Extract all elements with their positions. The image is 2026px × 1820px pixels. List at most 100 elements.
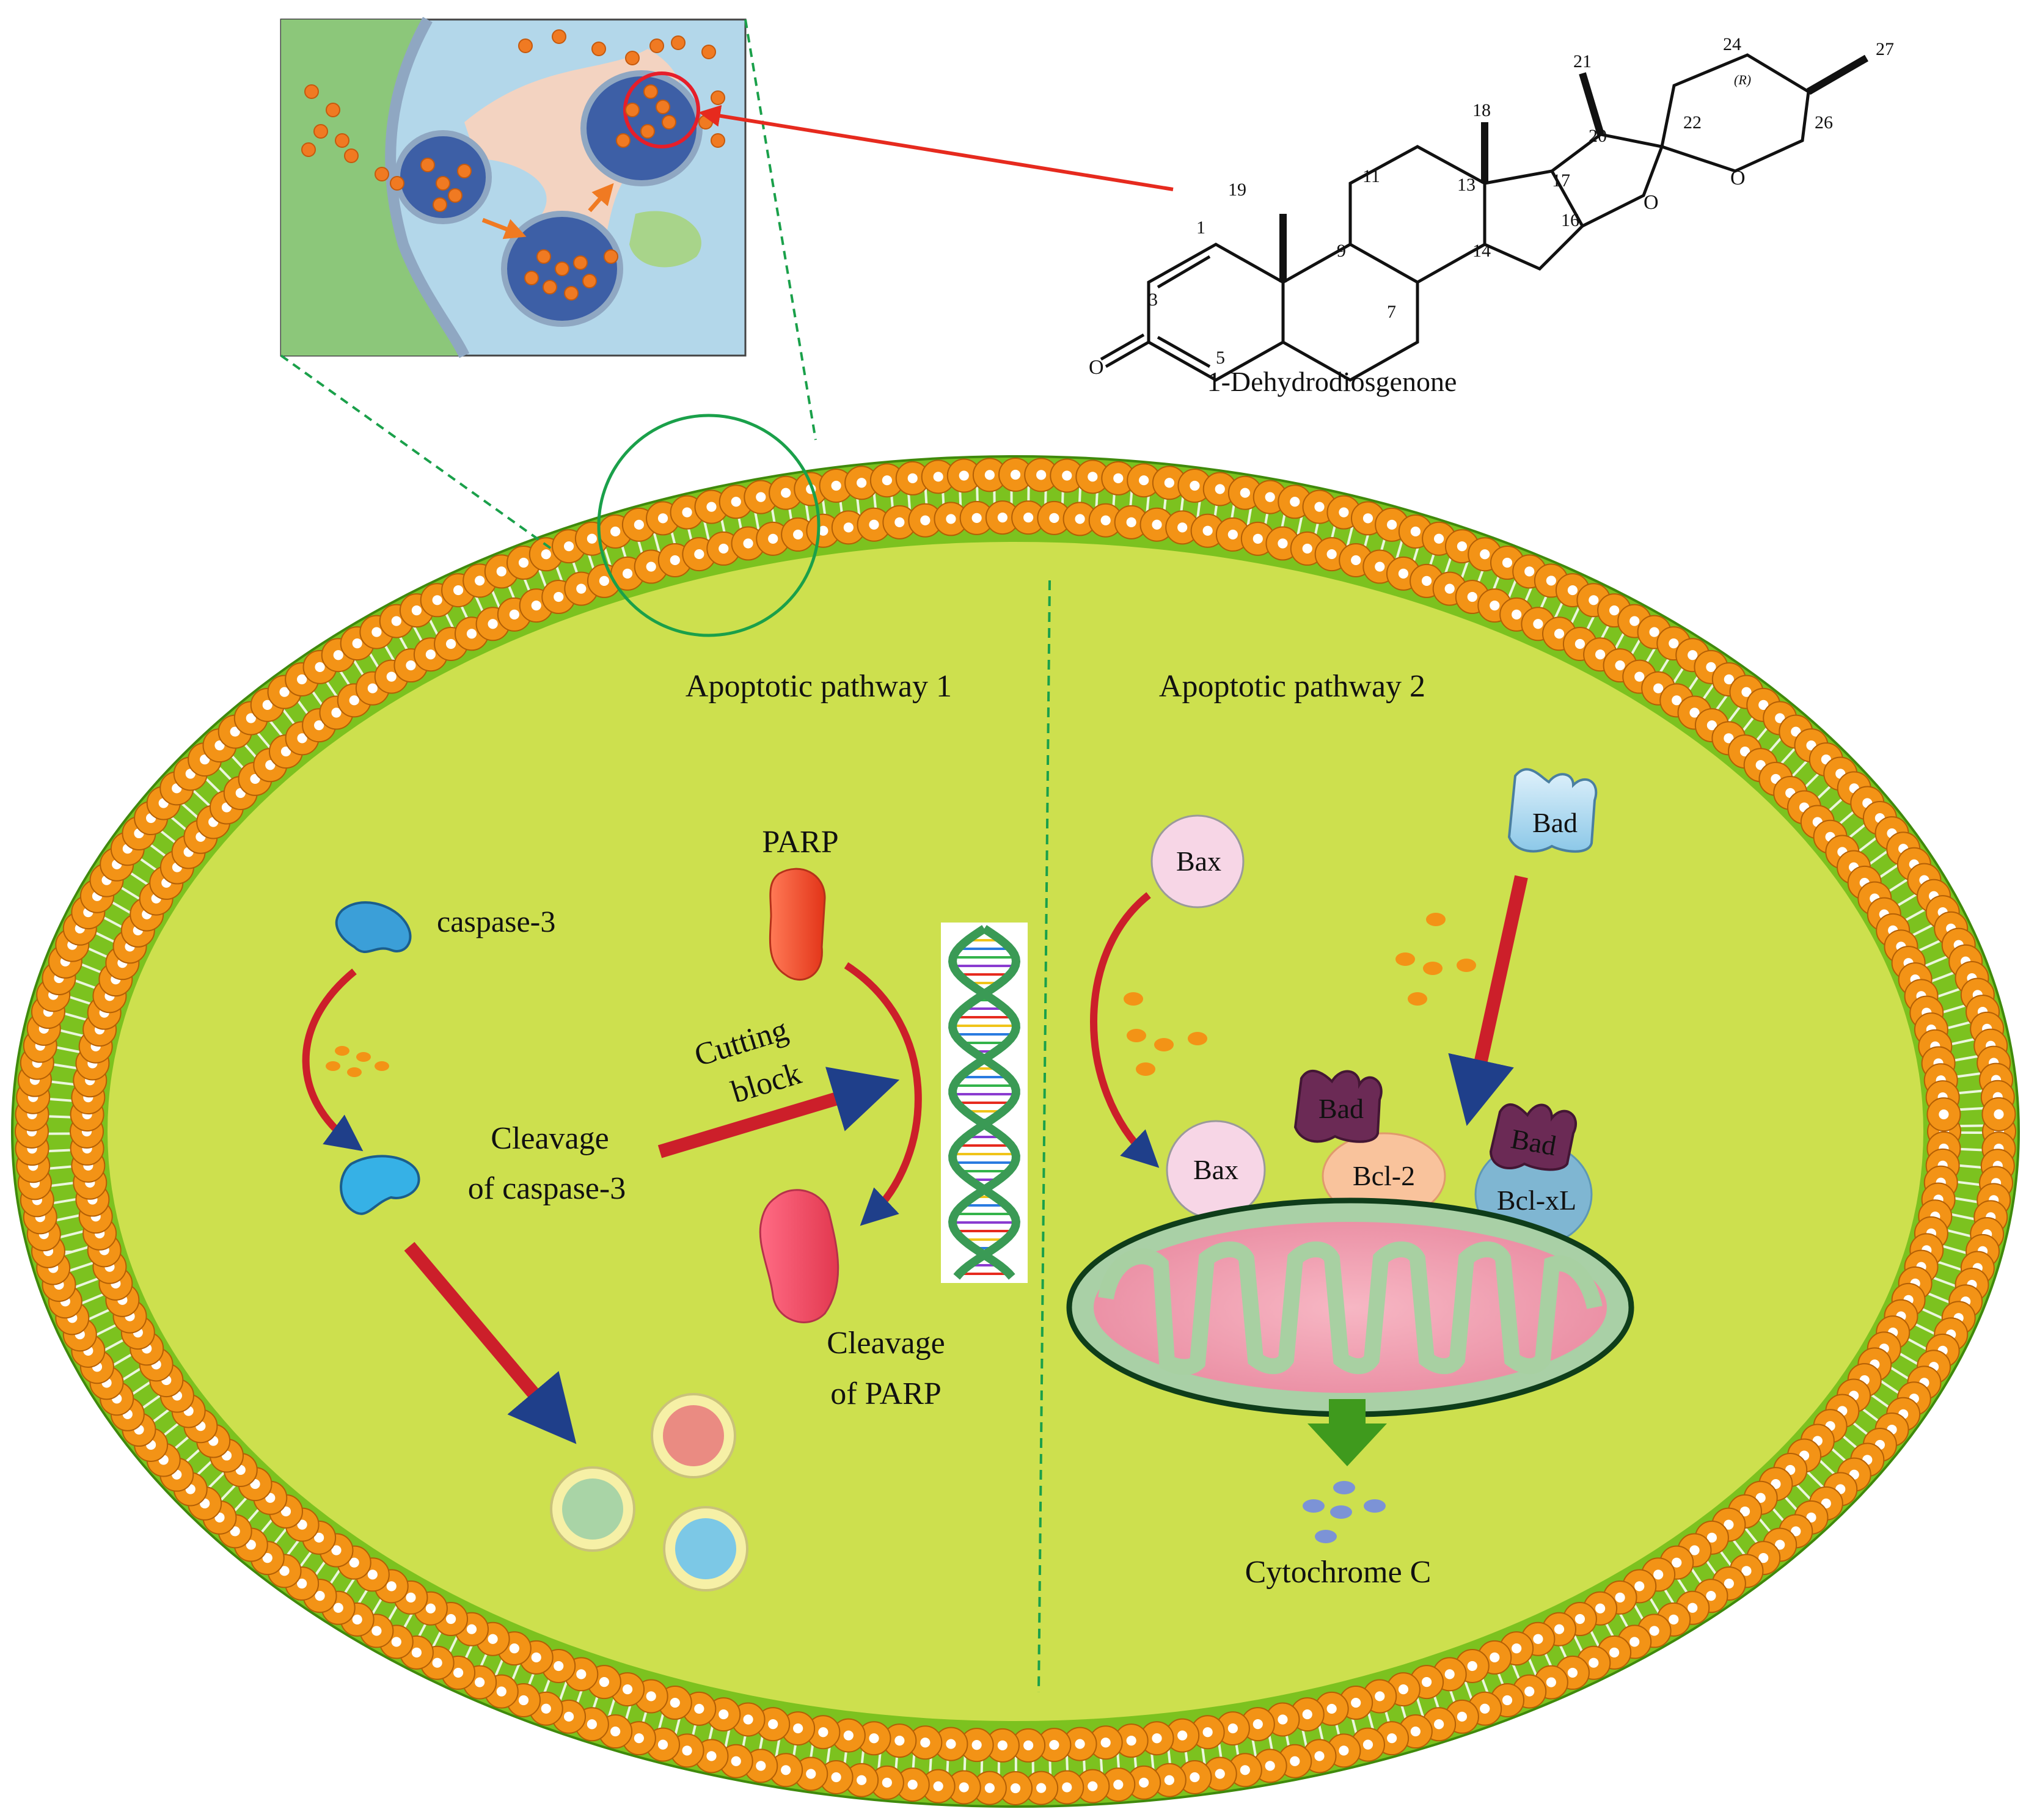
bcl-2-label: Bcl-2 (1353, 1160, 1415, 1191)
lipid-head-highlight (1010, 1783, 1021, 1794)
lipid-head-highlight (475, 1677, 485, 1687)
lipid-head-highlight (554, 1661, 564, 1672)
lipid-head-highlight (694, 1703, 704, 1714)
lipid-head-highlight (1739, 1506, 1750, 1517)
lipid-head-highlight (1265, 492, 1275, 502)
lipid-head-highlight (280, 1506, 291, 1517)
bax-protein-top (1150, 814, 1245, 908)
lipid-head-highlight (610, 526, 621, 537)
lipid-head-highlight (1023, 1740, 1034, 1751)
drug-molecule (536, 249, 551, 264)
lipid-head-highlight (1326, 549, 1337, 560)
drug-molecule (524, 271, 539, 285)
lipid-head-highlight (781, 1765, 791, 1775)
lipid-head-highlight (1139, 1777, 1149, 1788)
lipid-head-highlight (997, 512, 1008, 523)
locant: 5 (1216, 348, 1225, 368)
lipid-head-highlight (279, 1566, 290, 1576)
pathway-divider (1037, 580, 1051, 1693)
atom-oxygen-ring-f: O (1730, 167, 1746, 189)
cleavage-caspase-l2: of caspase-3 (468, 1171, 626, 1206)
lipid-head-highlight (1290, 1756, 1300, 1766)
lipid-head-highlight (1589, 1657, 1599, 1668)
dna-backbone (948, 925, 1020, 1280)
lipid-head-highlight (719, 1709, 729, 1720)
lipid-head-highlight (731, 497, 741, 507)
lipid-head-highlight (1100, 515, 1111, 525)
lipid-head-highlight (1177, 522, 1188, 533)
lipid-head-highlight (1049, 1740, 1059, 1750)
locant: 24 (1723, 34, 1741, 54)
lipid-head-highlight (1533, 619, 1543, 629)
bad-label-top: Bad (1532, 807, 1578, 838)
lipid-head-highlight (1088, 472, 1098, 482)
stereo-descriptor: (R) (1734, 72, 1751, 87)
atom-oxygen-ketone: O (1089, 356, 1104, 379)
lipid-head-highlight (333, 1603, 343, 1613)
drug-molecule (656, 100, 670, 114)
lipid-head-highlight (1202, 525, 1213, 536)
lipid-head-highlight (1524, 1686, 1535, 1697)
cleavage-parp-l2: of PARP (830, 1376, 942, 1411)
lipid-head-highlight (297, 733, 307, 744)
lipid-head-highlight (1649, 627, 1659, 637)
lipid-head-highlight (466, 629, 477, 639)
lipid-head-highlight (1152, 1733, 1162, 1744)
bax-label-bottom: Bax (1193, 1154, 1238, 1185)
drug-molecule (573, 255, 588, 270)
lipid-head-highlight (453, 585, 464, 596)
bad-protein-bcl2 (1293, 1069, 1383, 1143)
lipid-head-highlight (315, 662, 325, 672)
lipid-head-highlight (857, 1775, 867, 1785)
lipid-head-highlight (933, 1781, 943, 1791)
zoom-line-left (280, 354, 554, 551)
lipid-head-highlight (1554, 629, 1565, 639)
lipid-head-highlight (1741, 687, 1752, 697)
lipid-head-highlight (599, 1676, 610, 1687)
locant: 7 (1387, 302, 1396, 322)
lipid-head-highlight (793, 529, 803, 540)
lipid-head-highlight (518, 1695, 529, 1706)
molecule-labels: O O O (R) 1 3 5 7 9 11 13 14 16 17 18 19… (1089, 34, 1894, 379)
lipid-head-highlight (406, 1592, 416, 1603)
lipid-head-highlight (1434, 1719, 1444, 1730)
lipid-head-highlight (367, 1570, 378, 1580)
lipid-head-highlight (563, 541, 574, 552)
bax-label-top: Bax (1176, 846, 1221, 877)
locant: 22 (1683, 112, 1702, 133)
lipid-head-highlight (1758, 1553, 1769, 1563)
drug-molecule (555, 261, 569, 276)
lipid-head-highlight (1088, 1781, 1098, 1791)
drug-molecule (301, 142, 316, 157)
lipid-head-highlight (743, 538, 753, 549)
lipid-head-highlight (1589, 595, 1599, 605)
lipid-head-highlight (1177, 1730, 1188, 1741)
lipid-head-highlight (1724, 733, 1734, 744)
drug-molecule (344, 148, 359, 163)
drug-molecule (313, 124, 328, 139)
lipid-head-highlight (1533, 1634, 1543, 1644)
lipid-head-highlight (1672, 695, 1682, 706)
lipid-head-highlight (882, 1777, 892, 1788)
lipid-head-highlight (1480, 1703, 1490, 1714)
inset-molecules (301, 29, 725, 301)
lipid-head-highlight (657, 513, 668, 524)
lipid-head-highlight (1775, 713, 1785, 723)
lipid-head-highlight (1351, 1697, 1361, 1708)
lipid-head-highlight (1010, 469, 1021, 480)
lipid-head-highlight (1629, 1637, 1640, 1647)
lipid-head-highlight (411, 605, 422, 616)
lipid-head-highlight (315, 1591, 325, 1601)
lipid-head-highlight (349, 695, 359, 706)
lipid-head-highlight (1994, 1109, 2004, 1119)
lipid-head-highlight (1567, 1667, 1578, 1678)
lipid-head-highlight (971, 1740, 982, 1750)
lipid-head-highlight (1164, 1775, 1174, 1785)
cleavage-caspase-l1: Cleavage (491, 1121, 609, 1156)
drug-molecule (448, 188, 463, 203)
lipid-head-highlight (1075, 514, 1085, 524)
lipid-head-highlight (1688, 650, 1698, 660)
lipid-head-highlight (576, 583, 587, 594)
lipid-head-highlight (1444, 1669, 1455, 1679)
